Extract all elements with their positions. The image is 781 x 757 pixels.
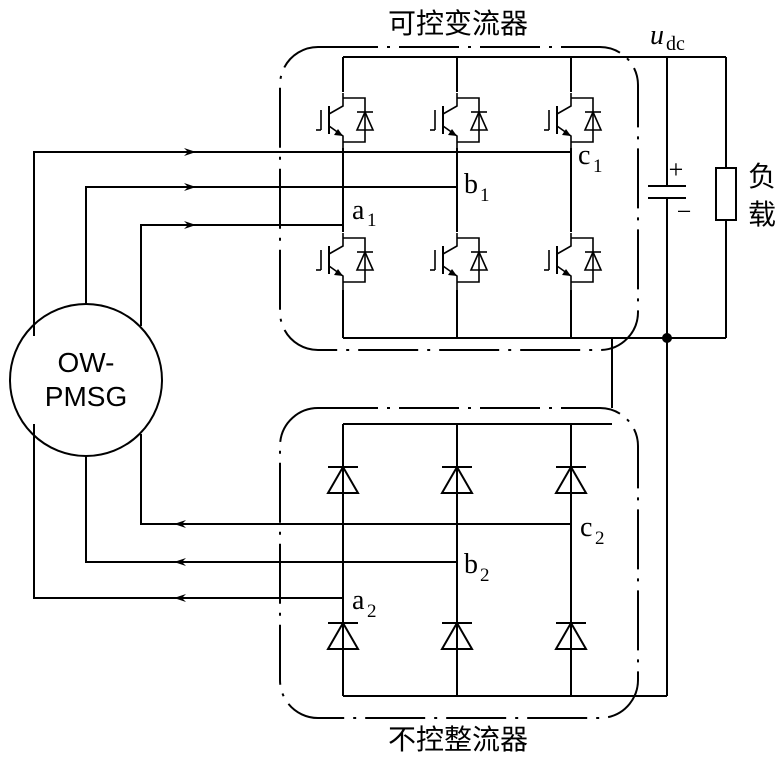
load-label-line2: 载: [748, 198, 776, 231]
junction-dot: [662, 333, 672, 343]
generator-label-line1: OW-: [57, 347, 114, 378]
controllable-converter-outline: [279, 46, 639, 351]
terminal-c2-sub: 2: [595, 528, 605, 549]
terminal-b1-sub: 1: [480, 185, 490, 206]
minus-sign: −: [677, 197, 692, 226]
terminal-c1-sub: 1: [593, 156, 603, 177]
igbt-upper-b: [429, 92, 488, 151]
dc-voltage-subscript: dc: [666, 33, 685, 55]
igbt-lower-a: [315, 232, 374, 291]
terminal-b2-sub: 2: [480, 565, 490, 586]
igbt-upper-c: [543, 92, 602, 151]
terminal-a1: a: [352, 195, 365, 226]
igbt-lower-c: [543, 232, 602, 291]
uncontrolled-rectifier: [327, 423, 667, 697]
igbt-lower-b: [429, 232, 488, 291]
terminal-a2: a: [352, 585, 365, 616]
terminal-a2-sub: 2: [367, 601, 377, 622]
load-label-line1: 负: [748, 160, 776, 193]
terminal-a1-sub: 1: [367, 210, 377, 231]
connection-wires: [33, 148, 571, 602]
top-converter-label: 可控变流器: [388, 7, 528, 40]
generator-label-line2: PMSG: [45, 381, 127, 412]
terminal-b1: b: [464, 169, 478, 200]
generator-circle: [9, 303, 163, 457]
terminal-c1: c: [578, 140, 590, 171]
dc-link: [611, 57, 737, 696]
bottom-rectifier-label: 不控整流器: [388, 723, 528, 756]
igbt-upper-a: [315, 92, 374, 151]
terminal-b2: b: [464, 549, 478, 580]
terminal-c2: c: [580, 512, 592, 543]
plus-sign: +: [669, 155, 684, 184]
dc-voltage-label: u: [650, 20, 664, 51]
load-resistor: [715, 167, 737, 221]
